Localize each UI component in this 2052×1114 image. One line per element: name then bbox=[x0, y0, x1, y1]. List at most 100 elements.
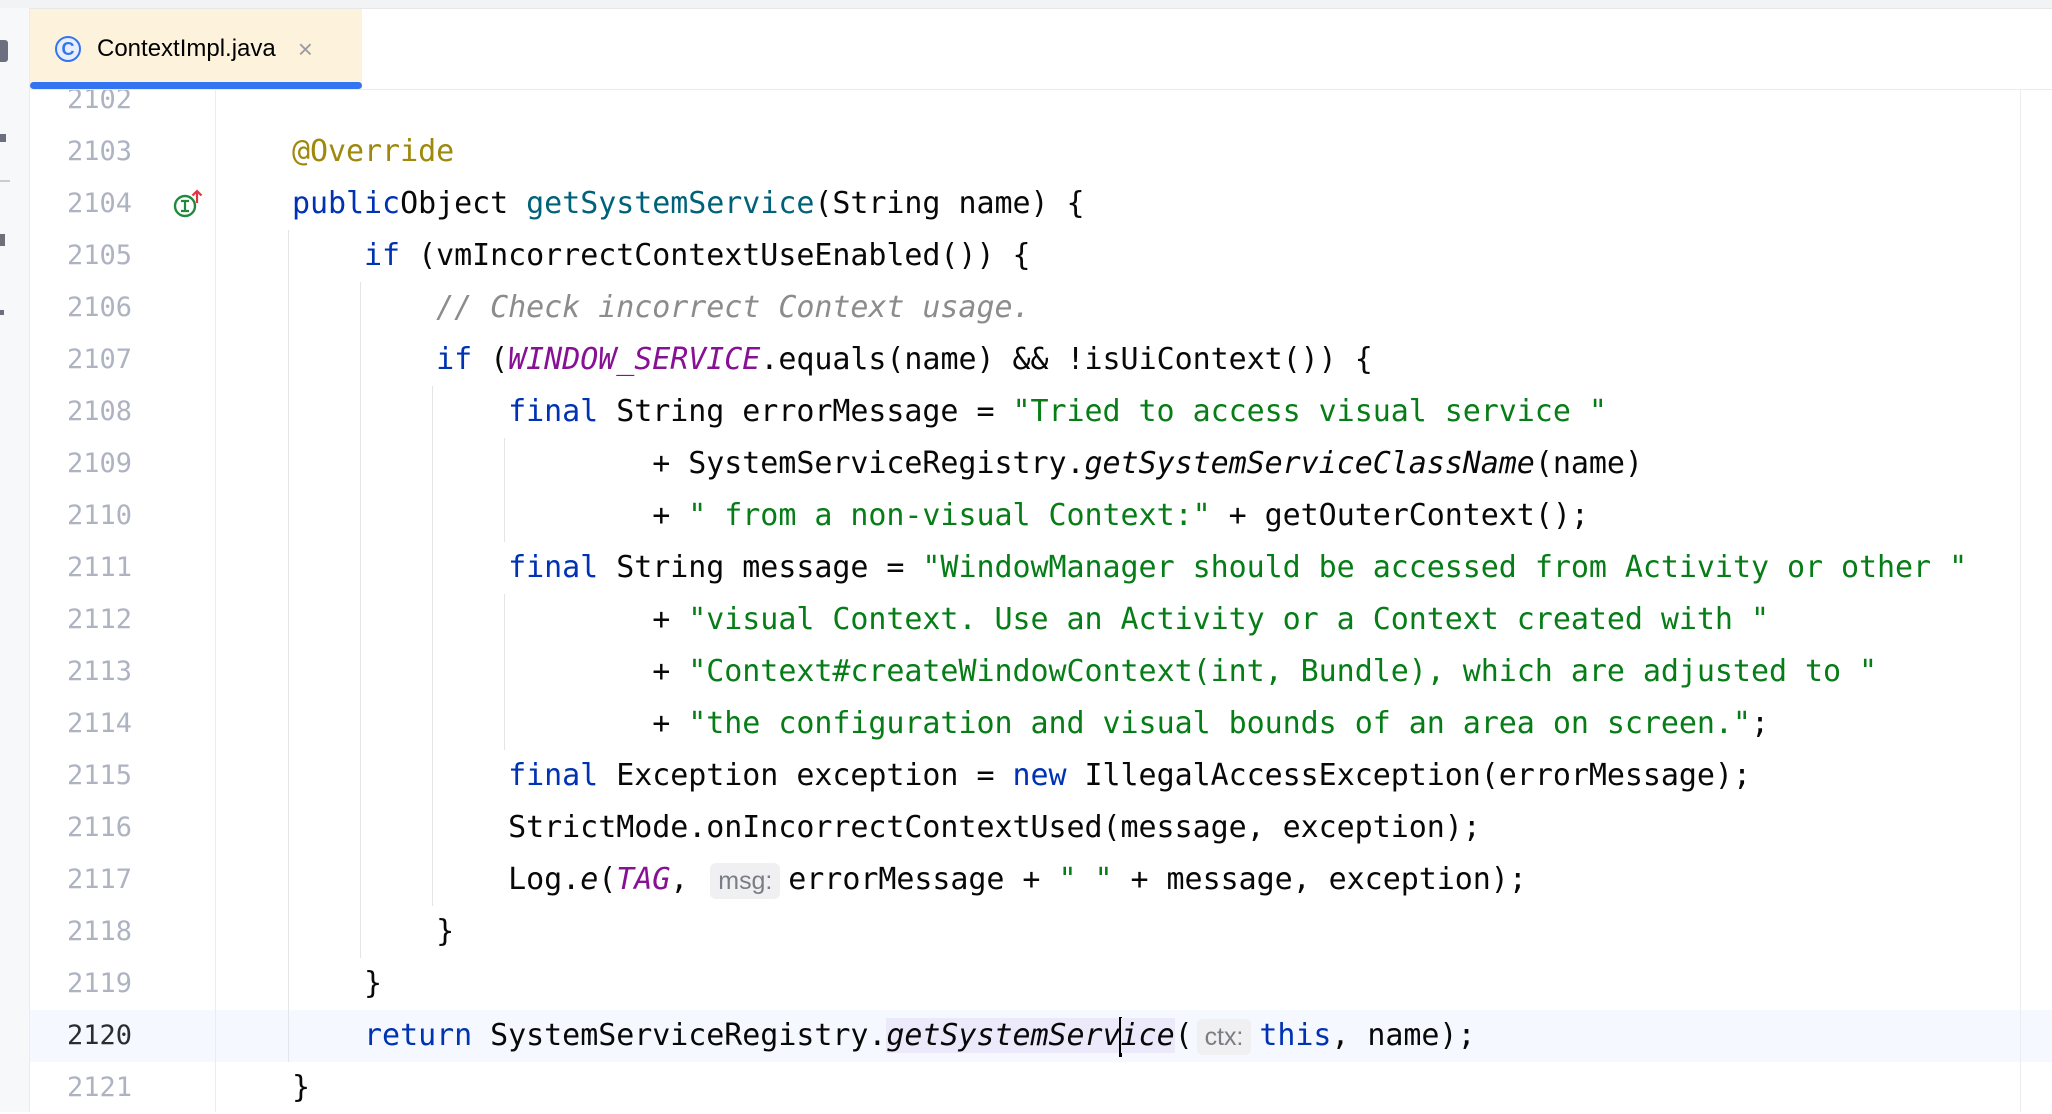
code-line[interactable]: 2104 publicObject getSystemService(String… bbox=[30, 178, 2052, 230]
line-number[interactable]: 2107 bbox=[67, 344, 133, 375]
editor-tab-bar: C ContextImpl.java × bbox=[30, 9, 2052, 90]
code-text[interactable]: + "the configuration and visual bounds o… bbox=[292, 698, 1769, 750]
code-text[interactable]: + SystemServiceRegistry.getSystemService… bbox=[292, 438, 1643, 490]
code-token bbox=[292, 550, 508, 585]
code-text[interactable]: publicObject getSystemService(String nam… bbox=[292, 178, 1085, 230]
code-line[interactable]: 2105 if (vmIncorrectContextUseEnabled())… bbox=[30, 230, 2052, 282]
line-number[interactable]: 2115 bbox=[67, 760, 133, 791]
keyword-token: public bbox=[292, 186, 401, 221]
code-token: } bbox=[292, 914, 455, 949]
tool-window-icon[interactable] bbox=[0, 310, 4, 315]
code-text[interactable]: if (vmIncorrectContextUseEnabled()) { bbox=[292, 230, 1030, 282]
code-line[interactable]: 2121} bbox=[30, 1062, 2052, 1114]
editor-right-margin bbox=[2020, 89, 2021, 1112]
code-token: Exception exception = bbox=[598, 758, 1013, 793]
window-top-strip bbox=[0, 0, 2052, 9]
constant-token: WINDOW_SERVICE bbox=[508, 342, 761, 377]
code-token: + bbox=[292, 706, 689, 741]
line-number[interactable]: 2112 bbox=[67, 604, 133, 635]
constant-token: TAG bbox=[616, 862, 671, 897]
code-token: String message = bbox=[598, 550, 923, 585]
code-token: SystemServiceRegistry. bbox=[472, 1018, 887, 1053]
static-method-token: e bbox=[580, 862, 599, 897]
code-text[interactable]: final String errorMessage = "Tried to ac… bbox=[292, 386, 1607, 438]
code-text[interactable]: + " from a non-visual Context:" + getOut… bbox=[292, 490, 1589, 542]
code-line[interactable]: 2108 final String errorMessage = "Tried … bbox=[30, 386, 2052, 438]
code-token bbox=[292, 1018, 364, 1053]
line-number[interactable]: 2103 bbox=[67, 136, 133, 167]
line-number[interactable]: 2109 bbox=[67, 448, 133, 479]
keyword-token: final bbox=[508, 758, 599, 793]
code-token: Object bbox=[400, 186, 527, 221]
code-token: (String name) { bbox=[814, 186, 1085, 221]
line-number[interactable]: 2110 bbox=[67, 500, 133, 531]
code-text[interactable]: final String message = "WindowManager sh… bbox=[292, 542, 1967, 594]
line-number[interactable]: 2105 bbox=[67, 240, 133, 271]
tool-window-icon[interactable] bbox=[0, 134, 6, 142]
line-number[interactable]: 2111 bbox=[67, 552, 133, 583]
tool-window-icon[interactable] bbox=[0, 40, 8, 62]
code-line[interactable]: 2113 + "Context#createWindowContext(int,… bbox=[30, 646, 2052, 698]
line-number[interactable]: 2108 bbox=[67, 396, 133, 427]
code-token bbox=[292, 394, 508, 429]
tab-contextimpl-java[interactable]: C ContextImpl.java × bbox=[30, 9, 362, 89]
code-text[interactable]: Log.e(TAG, msg:errorMessage + " " + mess… bbox=[292, 854, 1527, 906]
code-line[interactable]: 2116 StrictMode.onIncorrectContextUsed(m… bbox=[30, 802, 2052, 854]
code-text[interactable]: final Exception exception = new IllegalA… bbox=[292, 750, 1751, 802]
code-token: , name); bbox=[1331, 1018, 1476, 1053]
code-line[interactable]: 2103 @Override bbox=[30, 126, 2052, 178]
code-line[interactable]: 2112 + "visual Context. Use an Activity … bbox=[30, 594, 2052, 646]
code-line[interactable]: 2111 final String message = "WindowManag… bbox=[30, 542, 2052, 594]
string-token: "Tried to access visual service " bbox=[1012, 394, 1607, 429]
code-text[interactable]: if (WINDOW_SERVICE.equals(name) && !isUi… bbox=[292, 334, 1373, 386]
left-tool-strip bbox=[0, 8, 30, 1112]
strip-divider bbox=[0, 180, 10, 182]
tool-window-icon[interactable] bbox=[0, 234, 5, 246]
code-text[interactable]: } bbox=[292, 958, 382, 1010]
method-name-token: getSystemService bbox=[526, 186, 815, 221]
parameter-hint: ctx: bbox=[1196, 1019, 1252, 1055]
string-token: " " bbox=[1058, 862, 1113, 897]
code-text[interactable]: + "Context#createWindowContext(int, Bund… bbox=[292, 646, 1877, 698]
line-number[interactable]: 2104 bbox=[67, 188, 133, 219]
code-text[interactable]: StrictMode.onIncorrectContextUsed(messag… bbox=[292, 802, 1481, 854]
code-text[interactable]: + "visual Context. Use an Activity or a … bbox=[292, 594, 1769, 646]
keyword-token: if bbox=[436, 342, 473, 377]
line-number[interactable]: 2120 bbox=[67, 1020, 133, 1051]
code-text[interactable]: } bbox=[292, 906, 454, 958]
code-text[interactable]: @Override bbox=[292, 126, 454, 178]
class-icon: C bbox=[55, 36, 81, 62]
keyword-token: return bbox=[364, 1018, 473, 1053]
code-line[interactable]: 2119 } bbox=[30, 958, 2052, 1010]
line-number[interactable]: 2106 bbox=[67, 292, 133, 323]
code-text[interactable]: } bbox=[292, 1062, 310, 1114]
code-line[interactable]: 2110 + " from a non-visual Context:" + g… bbox=[30, 490, 2052, 542]
code-text[interactable]: return SystemServiceRegistry.getSystemSe… bbox=[292, 1010, 1476, 1062]
line-number[interactable]: 2121 bbox=[67, 1072, 133, 1103]
line-number[interactable]: 2119 bbox=[67, 968, 133, 999]
line-number[interactable]: 2113 bbox=[67, 656, 133, 687]
line-number[interactable]: 2117 bbox=[67, 864, 133, 895]
code-token: IllegalAccessException(errorMessage); bbox=[1066, 758, 1752, 793]
code-token bbox=[292, 290, 436, 325]
keyword-token: this bbox=[1259, 1018, 1332, 1053]
code-token: + SystemServiceRegistry. bbox=[292, 446, 1085, 481]
code-token: String errorMessage = bbox=[598, 394, 1013, 429]
code-line[interactable]: 2120 return SystemServiceRegistry.getSys… bbox=[30, 1010, 2052, 1062]
code-token: ( bbox=[472, 342, 509, 377]
close-tab-icon[interactable]: × bbox=[297, 33, 313, 64]
code-token: (vmIncorrectContextUseEnabled()) { bbox=[400, 238, 1031, 273]
code-line[interactable]: 2106 // Check incorrect Context usage. bbox=[30, 282, 2052, 334]
line-number[interactable]: 2114 bbox=[67, 708, 133, 739]
code-line[interactable]: 2117 Log.e(TAG, msg:errorMessage + " " +… bbox=[30, 854, 2052, 906]
line-number[interactable]: 2118 bbox=[67, 916, 133, 947]
code-text[interactable]: // Check incorrect Context usage. bbox=[292, 282, 1030, 334]
implements-override-icon[interactable] bbox=[173, 189, 203, 219]
code-line[interactable]: 2107 if (WINDOW_SERVICE.equals(name) && … bbox=[30, 334, 2052, 386]
line-number[interactable]: 2116 bbox=[67, 812, 133, 843]
code-line[interactable]: 2109 + SystemServiceRegistry.getSystemSe… bbox=[30, 438, 2052, 490]
code-line[interactable]: 2118 } bbox=[30, 906, 2052, 958]
code-line[interactable]: 2114 + "the configuration and visual bou… bbox=[30, 698, 2052, 750]
code-line[interactable]: 2115 final Exception exception = new Ill… bbox=[30, 750, 2052, 802]
string-token: "the configuration and visual bounds of … bbox=[688, 706, 1751, 741]
